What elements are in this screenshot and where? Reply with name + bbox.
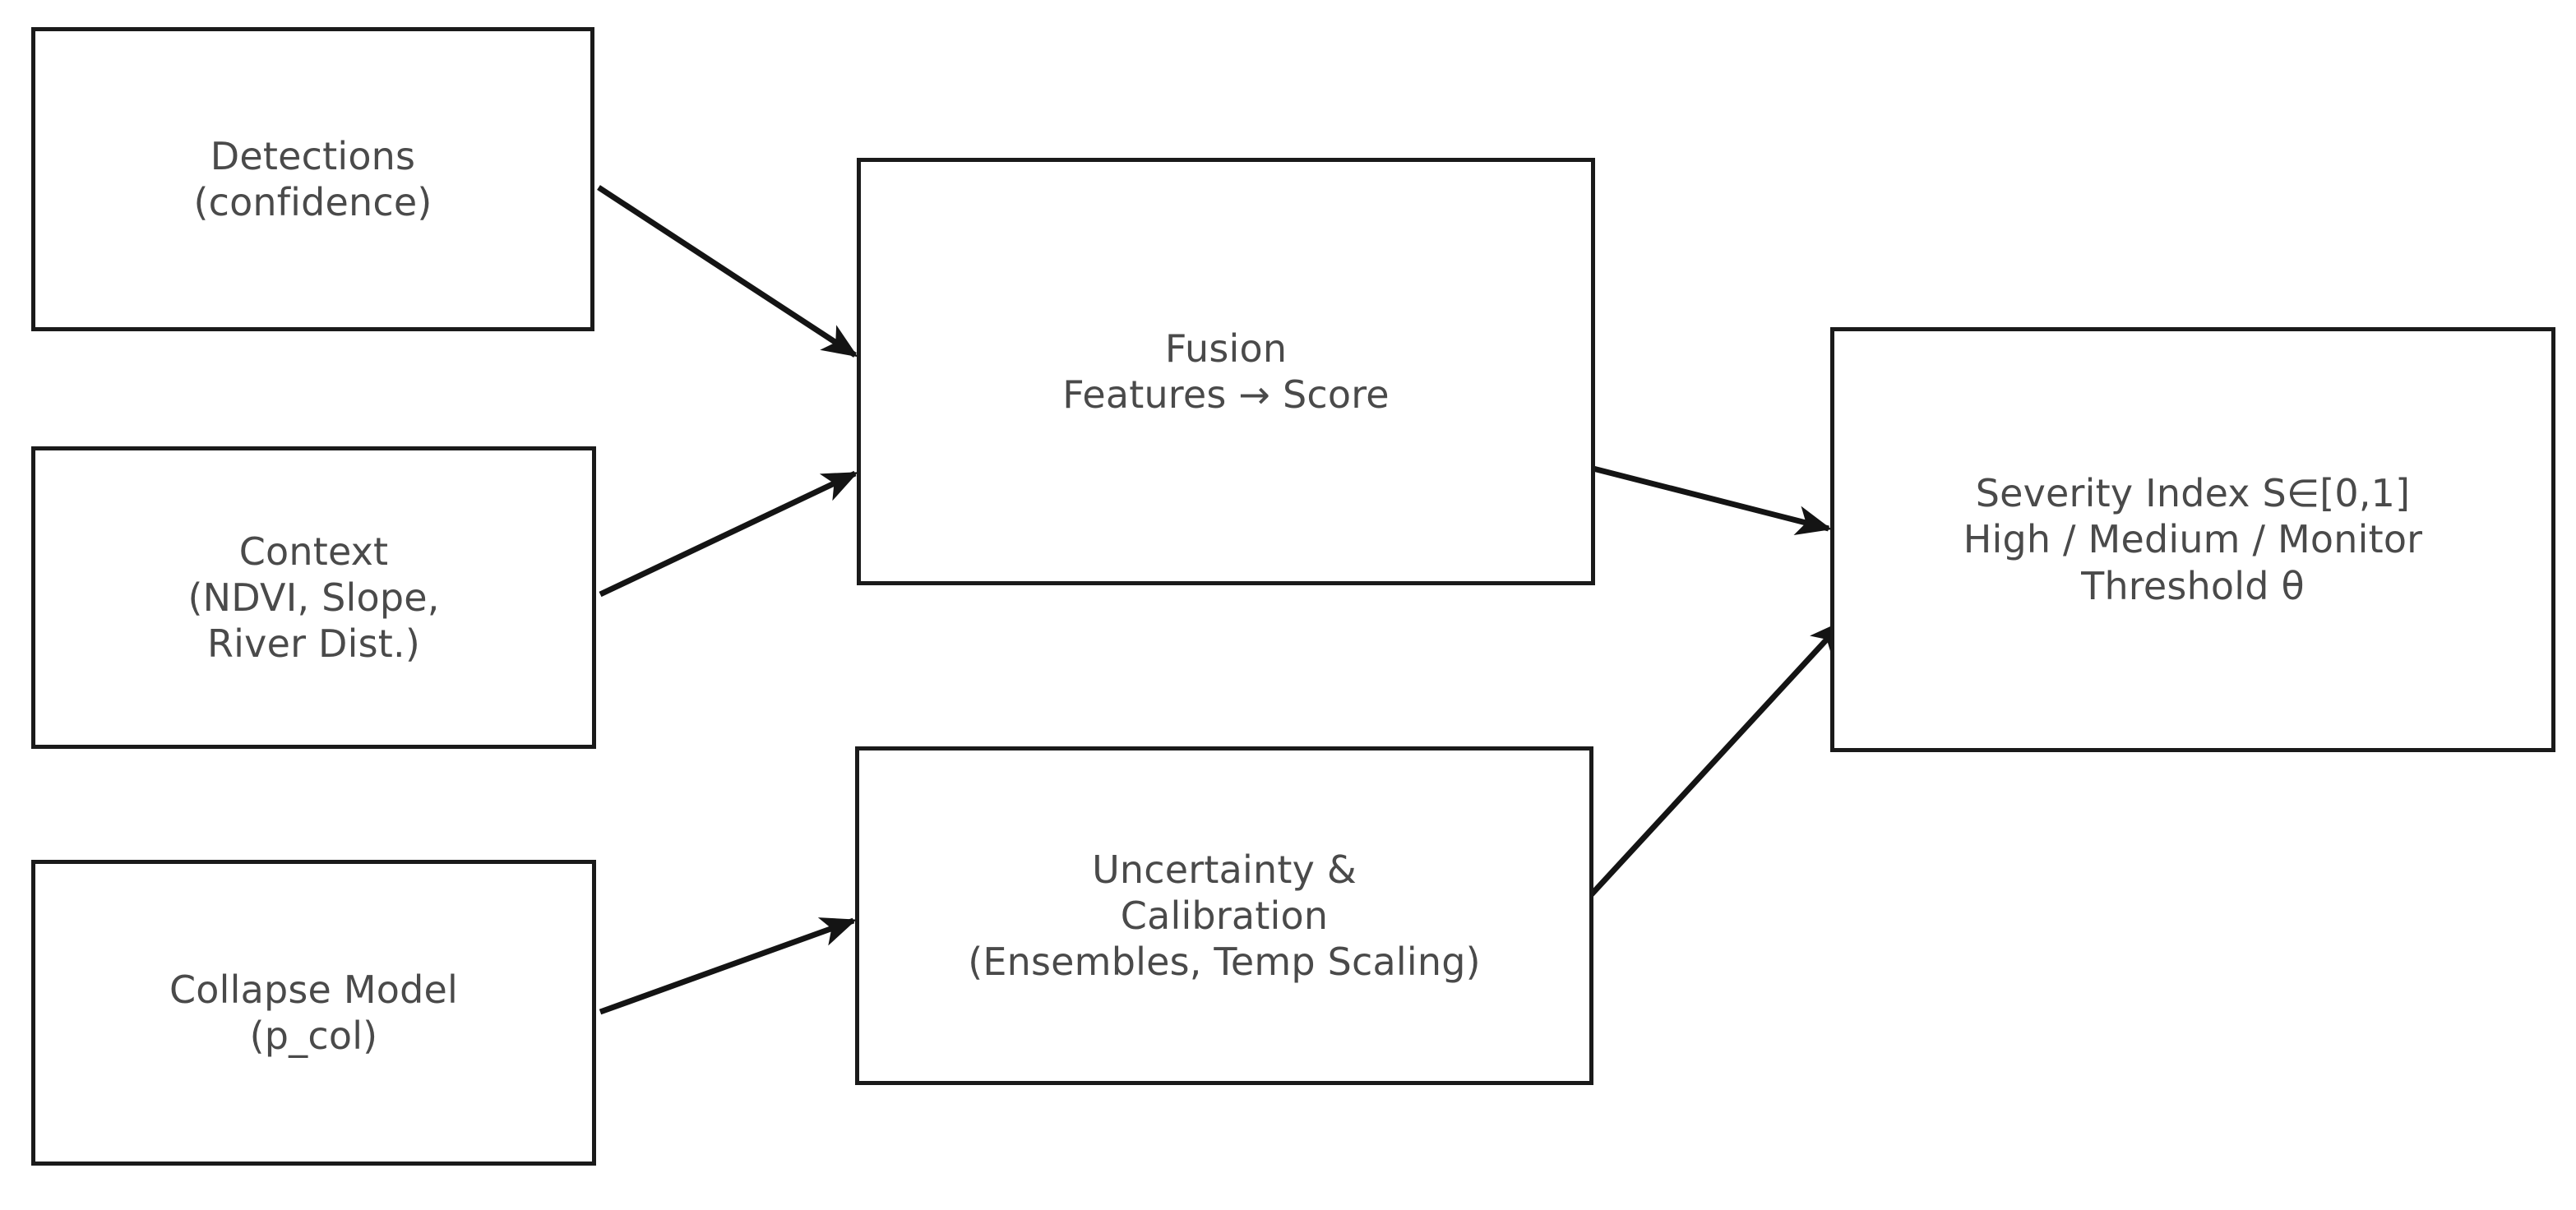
edge-detections-to-fusion (597, 185, 858, 358)
node-uncertainty-calibration[interactable]: Uncertainty & Calibration (Ensembles, Te… (855, 746, 1593, 1085)
edge-collapse-to-uncertainty (599, 917, 857, 1015)
node-uncertainty-calibration-label: Uncertainty & Calibration (Ensembles, Te… (968, 847, 1481, 985)
node-fusion[interactable]: Fusion Features → Score (857, 158, 1595, 585)
edge-fusion-to-severity (1579, 462, 1833, 535)
edge-uncertainty-to-severity (1576, 619, 1845, 911)
node-collapse-model-label: Collapse Model (p_col) (169, 967, 458, 1058)
edge-context-to-fusion (599, 470, 858, 598)
node-severity-index[interactable]: Severity Index S∈[0,1] High / Medium / M… (1830, 327, 2555, 752)
node-severity-index-label: Severity Index S∈[0,1] High / Medium / M… (1963, 471, 2423, 608)
node-collapse-model[interactable]: Collapse Model (p_col) (31, 860, 596, 1166)
node-detections[interactable]: Detections (confidence) (31, 27, 594, 331)
node-context-label: Context (NDVI, Slope, River Dist.) (187, 529, 440, 667)
node-context[interactable]: Context (NDVI, Slope, River Dist.) (31, 446, 596, 749)
node-detections-label: Detections (confidence) (193, 133, 432, 224)
node-fusion-label: Fusion Features → Score (1062, 326, 1390, 417)
